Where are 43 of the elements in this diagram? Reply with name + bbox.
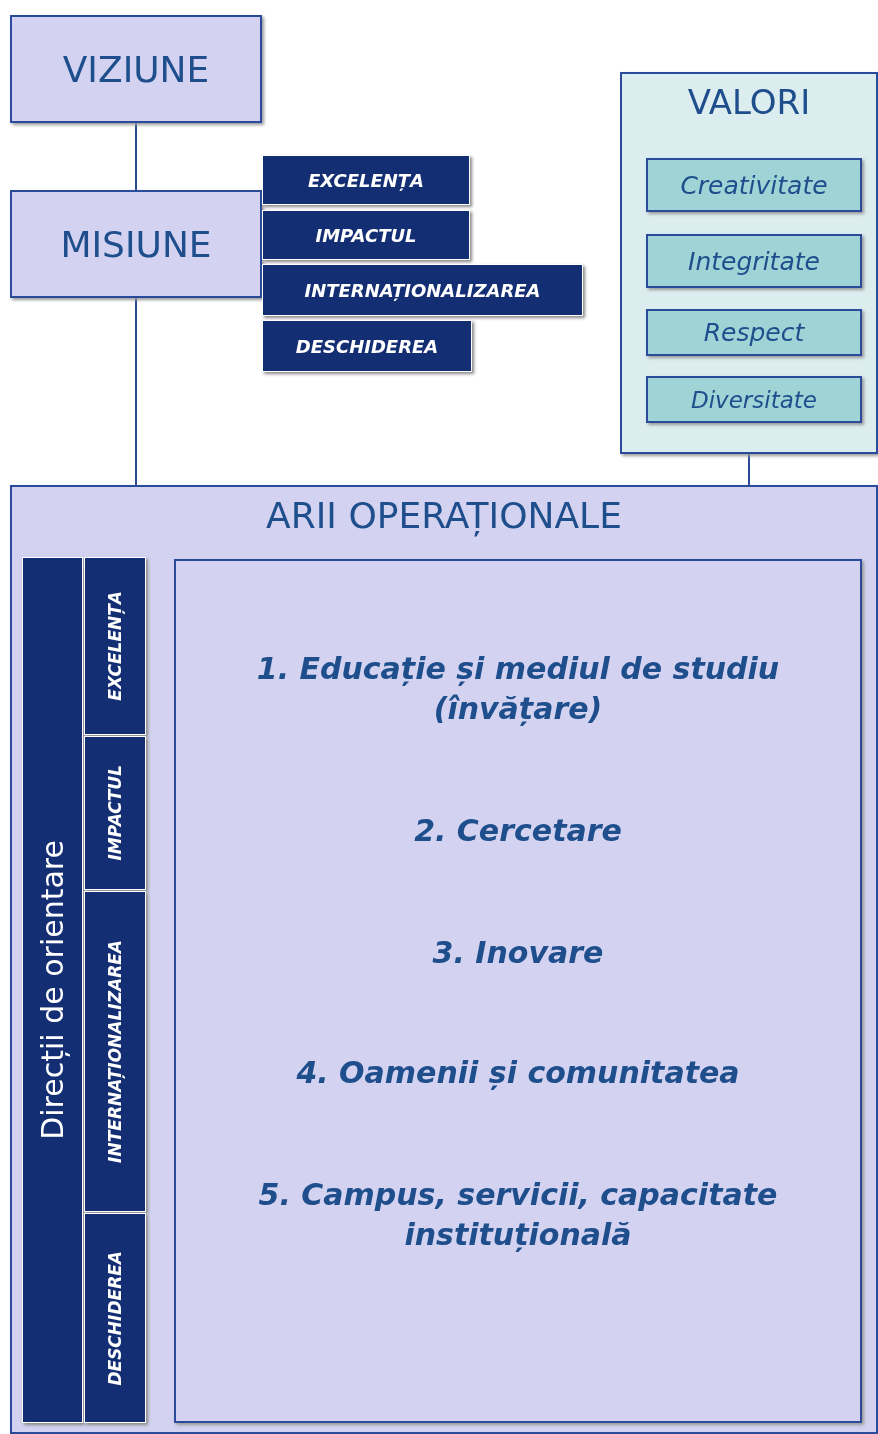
values-panel [620, 72, 878, 454]
area-item: 3. Inovare [431, 934, 605, 972]
direction-box [84, 557, 146, 735]
panel-title: VALORI [686, 82, 812, 122]
value-box [646, 376, 862, 423]
direction-box [262, 264, 583, 316]
operational-areas-panel [10, 485, 878, 1434]
box-label: EXCELENȚA [307, 169, 425, 191]
direction-box [84, 736, 146, 890]
box-label: IMPACTUL [315, 224, 417, 246]
connector-line [748, 453, 750, 486]
area-item: 5. Campus, servicii, capacitate instituțională [257, 1176, 779, 1254]
vertical-label: INTERNAȚIONALIZAREA [105, 940, 125, 1163]
box-label: Respect [703, 318, 805, 347]
area-item: 4. Oamenii și comunitatea [295, 1054, 741, 1092]
direction-box [262, 155, 470, 205]
direction-box [262, 320, 472, 372]
connector-line [135, 297, 137, 486]
area-item: 2. Cercetare [413, 812, 623, 850]
box-label: INTERNAȚIONALIZAREA [304, 279, 541, 301]
areas-list-box [174, 559, 862, 1423]
direction-box [84, 891, 146, 1212]
title-box [10, 15, 262, 123]
vertical-label: DESCHIDEREA [105, 1250, 125, 1386]
connector-line [135, 122, 137, 191]
title-box [10, 190, 262, 298]
value-box [646, 234, 862, 288]
vertical-label: EXCELENȚA [105, 591, 125, 701]
box-label: Creativitate [680, 170, 828, 200]
direction-box [262, 210, 470, 260]
box-label: VIZIUNE [62, 48, 210, 90]
vertical-label: IMPACTUL [105, 765, 125, 861]
panel-title: ARII OPERAȚIONALE [265, 495, 623, 536]
box-label: DESCHIDEREA [295, 335, 439, 357]
area-item: 1. Educație și mediul de studiu (învățare) [255, 650, 781, 728]
vertical-label: Direcții de orientare [35, 840, 70, 1140]
orientation-column [22, 557, 83, 1423]
box-label: Integritate [688, 246, 820, 276]
value-box [646, 309, 862, 356]
box-label: Diversitate [691, 386, 817, 413]
box-label: MISIUNE [60, 223, 212, 265]
value-box [646, 158, 862, 212]
direction-box [84, 1213, 146, 1423]
